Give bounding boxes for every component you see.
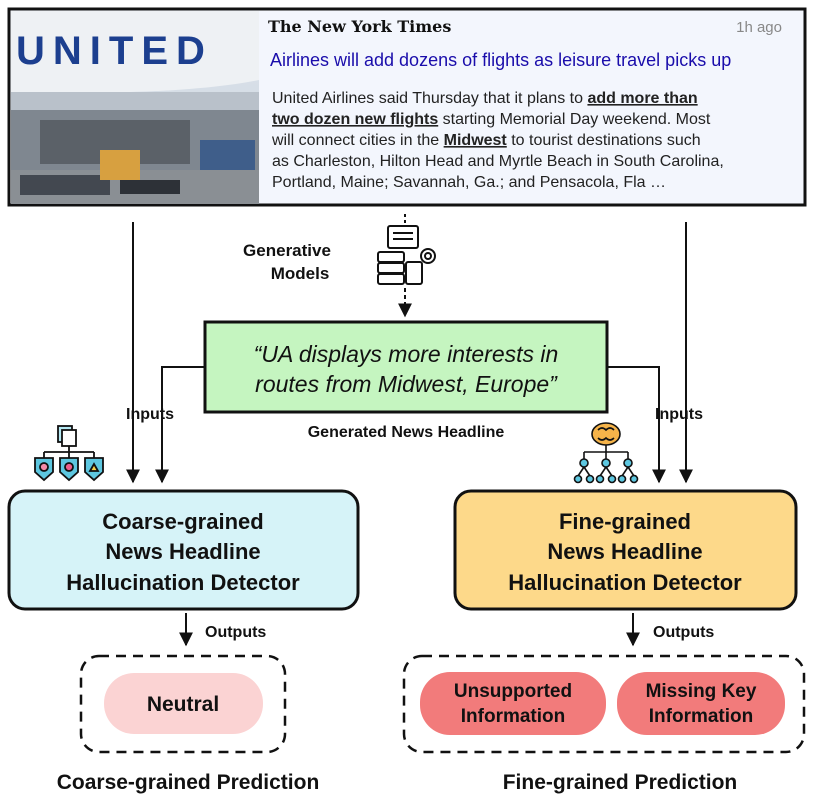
article-headline-link[interactable]: Airlines will add dozens of flights as l… (270, 50, 731, 70)
generated-headline-caption: Generated News Headline (308, 424, 505, 441)
arrow-headline-to-fine (607, 366, 666, 484)
coarse-prediction-caption: Coarse-grained Prediction (57, 771, 320, 794)
generative-label-1: Generative (243, 241, 331, 260)
input-connectors (126, 222, 693, 484)
neutral-label-pill (104, 673, 263, 734)
body-highlight-2: two dozen new flights (272, 111, 438, 128)
fine-prediction-caption: Fine-grained Prediction (503, 771, 738, 794)
coarse-detector-box (7, 489, 360, 611)
inputs-label-left: Inputs (126, 406, 174, 423)
fine-detector-box (453, 489, 798, 611)
svg-text:Portland, Maine; Savannah, Ga.: Portland, Maine; Savannah, Ga.; and Pens… (272, 174, 666, 191)
hierarchy-icon (34, 425, 104, 482)
generated-headline-box (203, 320, 609, 414)
generated-headline-line-1: “UA displays more interests in (254, 341, 559, 367)
fine-detector-line-3: Hallucination Detector (508, 570, 742, 595)
fine-outputs-label: Outputs (653, 624, 714, 641)
svg-text:United Airlines said Thursday: United Airlines said Thursday that it pl… (272, 90, 698, 107)
brain-network-icon (573, 422, 639, 484)
body-highlight-midwest: Midwest (444, 132, 508, 149)
unsupported-label-2: Information (461, 706, 566, 727)
generative-label-2: Models (271, 264, 330, 283)
coarse-detector-line-1: Coarse-grained (102, 509, 263, 534)
fine-prediction-frame (402, 654, 806, 754)
svg-text:two dozen new flights starting: two dozen new flights starting Memorial … (272, 111, 711, 128)
article-timestamp: 1h ago (736, 19, 782, 36)
coarse-detector-line-2: News Headline (105, 539, 260, 564)
body-highlight-1: add more than (587, 90, 697, 107)
generative-models-icon (377, 214, 436, 285)
coarse-detector-line-3: Hallucination Detector (66, 570, 300, 595)
svg-text:will connect cities in the Mid: will connect cities in the Midwest to to… (271, 132, 701, 149)
coarse-outputs-label: Outputs (205, 624, 266, 641)
missing-key-label-1: Missing Key (646, 681, 757, 702)
coarse-prediction-frame (79, 654, 287, 754)
inputs-label-right: Inputs (655, 406, 703, 423)
missing-key-label-2: Information (649, 706, 754, 727)
fine-detector-line-2: News Headline (547, 539, 702, 564)
svg-text:as Charleston, Hilton Head and: as Charleston, Hilton Head and Myrtle Be… (272, 153, 724, 170)
fine-detector-line-1: Fine-grained (559, 509, 691, 534)
photo-united-text: UNITED (16, 29, 213, 73)
unsupported-information-pill (420, 672, 606, 735)
missing-key-information-pill (617, 672, 785, 735)
generated-headline-line-2: routes from Midwest, Europe” (255, 371, 558, 397)
neutral-label: Neutral (147, 693, 219, 716)
nyt-logo: The New York Times (268, 17, 451, 36)
news-article-card: UNITED The New York Times 1h ago Airline… (7, 7, 807, 207)
unsupported-label-1: Unsupported (454, 681, 572, 702)
article-body: United Airlines said Thursday that it pl… (271, 90, 724, 191)
arrow-headline-to-coarse (155, 366, 205, 484)
article-photo: UNITED (11, 11, 259, 204)
